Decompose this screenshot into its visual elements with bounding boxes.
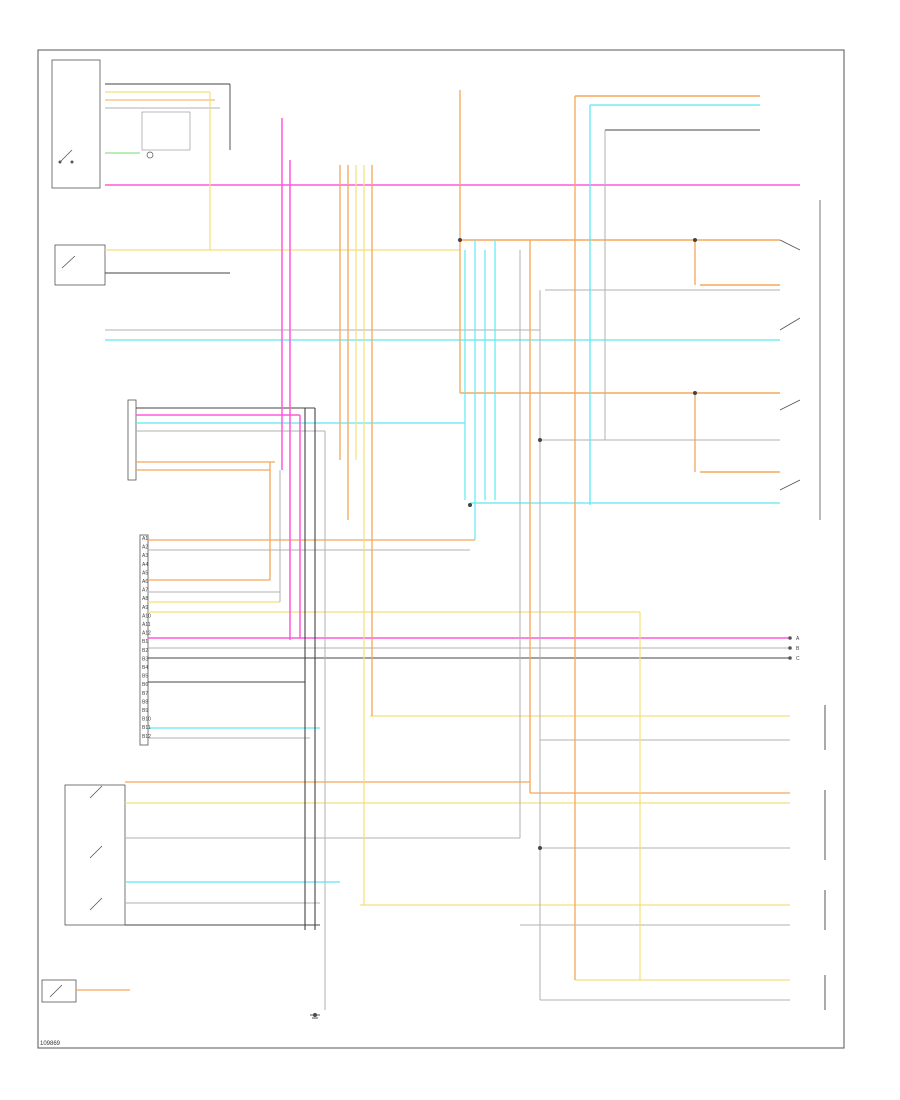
- pin-label: B1: [142, 639, 148, 645]
- pin-label: A5: [142, 570, 148, 576]
- pin-label: A9: [142, 605, 148, 611]
- right-switch-group: [779, 200, 826, 1010]
- pin-label: B5: [142, 674, 148, 680]
- pin-labels: A1A2A3A4A5A6A7A8A9A10A11A12B1B2B3B4B5B6B…: [142, 536, 151, 740]
- top-left-module: [51, 59, 191, 286]
- pin-label: A3: [142, 553, 148, 559]
- ground-symbol: [310, 1014, 320, 1019]
- diagram-frame: [37, 49, 845, 1049]
- pin-label: A4: [142, 562, 148, 568]
- pin-label: B12: [142, 734, 151, 740]
- pin-label: A2: [142, 545, 148, 551]
- pin-label: B3: [142, 656, 148, 662]
- pin-label: A12: [142, 631, 151, 637]
- splice-points: [313, 238, 697, 1017]
- diagram-code: 109869: [40, 1041, 61, 1047]
- pin-label: B6: [142, 682, 148, 688]
- pin-label: A1: [142, 536, 148, 542]
- pin-label: B8: [142, 699, 148, 705]
- terminal-label: A: [796, 636, 800, 642]
- control-module-connector: [127, 399, 149, 746]
- pin-label: B2: [142, 648, 148, 654]
- pin-label: B4: [142, 665, 148, 671]
- pin-label: A6: [142, 579, 148, 585]
- pin-label: B7: [142, 691, 148, 697]
- pin-label: A7: [142, 588, 148, 594]
- pin-label: B9: [142, 708, 148, 714]
- lower-left-relay: [41, 784, 126, 1003]
- terminal-label: C: [796, 656, 800, 662]
- pin-label: B11: [142, 725, 151, 731]
- pin-label: A10: [142, 613, 151, 619]
- pin-label: B10: [142, 717, 151, 723]
- terminal-label: B: [796, 646, 800, 652]
- pin-label: A11: [142, 622, 151, 628]
- pin-label: A8: [142, 596, 148, 602]
